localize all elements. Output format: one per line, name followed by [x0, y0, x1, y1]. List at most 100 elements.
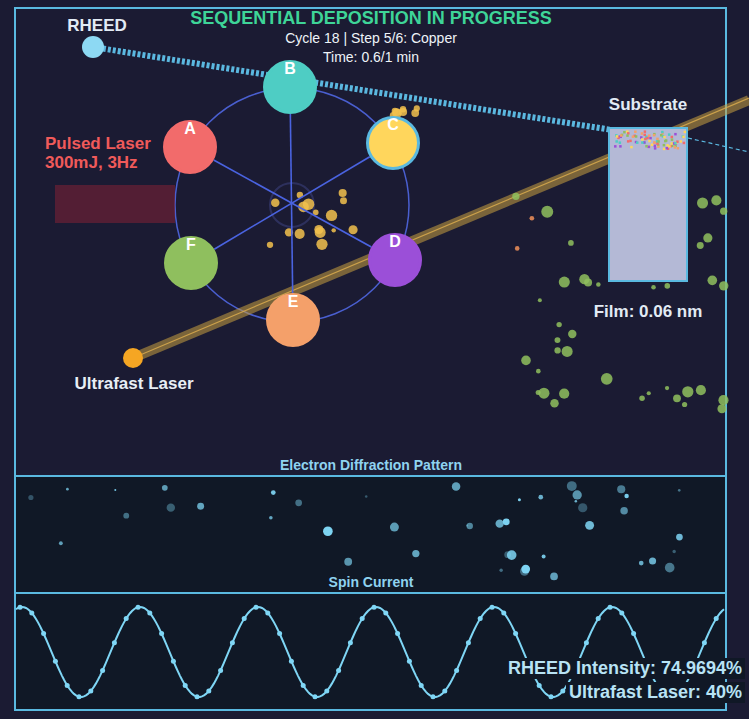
film-grain — [640, 136, 643, 139]
film-grain — [663, 144, 666, 147]
film-grain — [663, 136, 666, 139]
spin-sample — [608, 605, 613, 610]
rheed-gun — [82, 36, 104, 58]
film-grain — [671, 138, 674, 141]
target-label: F — [164, 236, 218, 254]
film-grain — [648, 134, 651, 137]
film-grain — [620, 134, 623, 137]
spin-sample — [124, 616, 129, 621]
film-grain — [617, 137, 620, 140]
film-grain — [615, 140, 618, 143]
spin-sample — [254, 605, 259, 610]
spin-sample — [549, 694, 554, 699]
film-grain — [641, 141, 644, 144]
ultrafast-laser-label: Ultrafast Laser — [74, 374, 193, 394]
film-grain — [668, 133, 671, 136]
film-grain — [623, 131, 626, 134]
diffraction-spot — [567, 481, 577, 491]
film-grain — [682, 135, 685, 138]
diffraction-spot — [678, 489, 681, 492]
diffraction-spot — [114, 489, 116, 491]
film-grain — [671, 145, 674, 148]
diffraction-spot — [620, 507, 627, 514]
film-grain — [654, 147, 657, 150]
film-grain — [664, 140, 667, 143]
diffraction-spot — [649, 557, 656, 564]
diffraction-spot — [271, 490, 276, 495]
scattered-particle — [720, 208, 727, 215]
film-thickness: Film: 0.06 nm — [592, 302, 705, 322]
scattered-particle — [697, 242, 704, 249]
film-grain — [675, 142, 678, 145]
diffraction-spot — [503, 518, 510, 525]
film-grain — [667, 147, 670, 150]
film-grain — [680, 140, 683, 143]
diffraction-spot — [412, 550, 419, 557]
spin-sample — [77, 694, 82, 699]
film-grain — [684, 131, 687, 134]
panel-title: Electron Diffraction Pattern — [277, 457, 465, 473]
spin-sample — [88, 689, 93, 694]
spin-sample — [136, 605, 141, 610]
target-circle: D — [368, 233, 422, 287]
spin-sample — [631, 631, 636, 636]
scattered-particle — [696, 385, 706, 395]
scattered-particle — [601, 373, 613, 385]
scattered-particle — [639, 396, 645, 402]
film-grain — [656, 140, 659, 143]
film-grain — [666, 147, 669, 150]
film-grain — [673, 142, 676, 145]
film-grain — [635, 135, 638, 138]
film-grain — [653, 133, 656, 136]
spin-sample — [230, 640, 235, 645]
film-grain — [629, 140, 632, 143]
film-grain — [616, 135, 619, 138]
scattered-particle — [536, 369, 541, 374]
film-grain — [614, 145, 617, 148]
diffraction-spot — [467, 523, 473, 529]
scattered-particle — [717, 404, 726, 413]
plume-particle — [316, 239, 327, 250]
plume-particle — [326, 210, 337, 221]
spin-sample — [454, 668, 459, 673]
diffraction-spot — [520, 567, 529, 576]
plume-particle — [303, 198, 314, 209]
film-grain — [636, 141, 639, 144]
diffraction-spot — [542, 555, 546, 559]
film-grain — [643, 134, 646, 137]
spin-sample — [490, 605, 495, 610]
spin-sample — [242, 616, 247, 621]
target-label: D — [368, 233, 422, 251]
rheed-reflection — [688, 138, 749, 152]
spin-sample — [360, 616, 365, 621]
film-grain — [615, 134, 618, 137]
diffraction-spot — [676, 534, 683, 541]
film-grain — [649, 137, 652, 140]
spin-sample — [560, 689, 565, 694]
film-grain — [626, 130, 629, 133]
film-grain — [665, 139, 668, 142]
scattered-particle — [697, 197, 708, 208]
target-label: E — [266, 293, 320, 311]
diffraction-spot — [390, 523, 399, 532]
diffraction-spot — [572, 490, 581, 499]
scattered-particle — [568, 330, 576, 338]
diffraction-spot — [28, 495, 33, 500]
film-grain — [634, 131, 637, 134]
substrate-heading: Substrate — [607, 95, 689, 115]
scattered-particle — [665, 386, 669, 390]
film-grain — [627, 140, 630, 143]
ultrafast-source — [123, 348, 143, 368]
target-label: B — [263, 60, 317, 78]
scattered-particle — [647, 391, 651, 395]
scattered-particle — [559, 389, 569, 399]
target-circle: C — [366, 116, 420, 170]
film-grain — [618, 136, 621, 139]
scattered-particle — [541, 206, 553, 218]
film-grain — [619, 141, 622, 144]
spin-sample — [147, 610, 152, 615]
film-grain — [676, 140, 679, 143]
pulsed-laser-label: Pulsed Laser — [45, 134, 151, 154]
film-grain — [654, 145, 657, 148]
film-grain — [653, 141, 656, 144]
